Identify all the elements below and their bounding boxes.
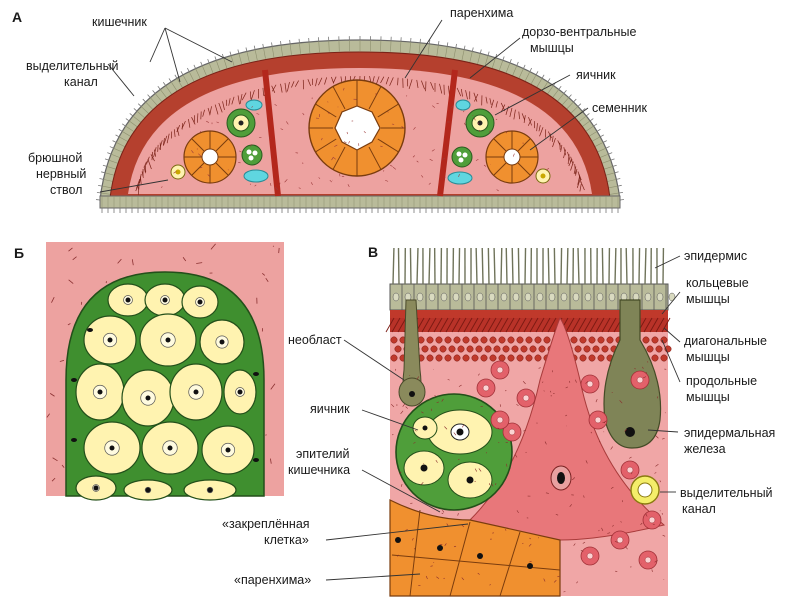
- circular-muscle-band: [390, 310, 668, 318]
- label-dv-muscles-2: мышцы: [530, 41, 574, 55]
- fixed-cell-nucleolus: [557, 472, 565, 484]
- excretory-canal-section: [630, 475, 660, 505]
- label-parenchyma-a: паренхима: [450, 6, 513, 20]
- label-nerve-cord-2: нервный: [36, 167, 86, 181]
- nerve-cord-left: [170, 164, 186, 180]
- label-ovary-c: яичник: [310, 402, 350, 416]
- label-dv-muscles-1: дорзо-вентральные: [522, 25, 636, 39]
- label-testis: семенник: [592, 101, 648, 115]
- panel-a-leaders: [99, 19, 589, 193]
- panel-c-letter: В: [368, 244, 378, 260]
- label-gut-epithelium-1: эпителий: [296, 447, 350, 461]
- label-canal-c-2: канал: [682, 502, 716, 516]
- panel-b: Б: [14, 242, 284, 501]
- label-circular-2: мышцы: [686, 292, 730, 306]
- excretory-canal-right-1: [455, 99, 471, 111]
- dorsoventral-muscle-right: [437, 69, 458, 197]
- label-epidermis: эпидермис: [684, 249, 747, 263]
- parenchyma-texture: [161, 87, 550, 192]
- excretory-canal-left-2: [243, 169, 269, 183]
- testis-left: [241, 144, 263, 166]
- panel-c-leaders: [325, 255, 681, 581]
- label-nerve-cord-1: брюшной: [28, 151, 82, 165]
- panel-c: В: [222, 244, 775, 597]
- intestine-right: [485, 130, 539, 184]
- label-nerve-cord-3: ствол: [50, 183, 82, 197]
- central-intestine: [308, 79, 406, 177]
- neoblast-nucleus: [409, 391, 415, 397]
- panel-a-letter: А: [12, 9, 22, 25]
- ovary-section: [395, 393, 513, 511]
- ventral-cilia: [101, 196, 619, 213]
- dorsoventral-muscle-left: [262, 69, 281, 197]
- label-gut-epithelium-2: кишечника: [288, 463, 350, 477]
- epidermal-gland-nucleus: [625, 427, 635, 437]
- label-gland-2: железа: [684, 442, 726, 456]
- epidermal-gland: [603, 299, 662, 449]
- label-fixed-cell-2: клетка»: [264, 533, 309, 547]
- epidermis-cilia: [95, 36, 625, 202]
- label-neoblast: необласт: [288, 333, 342, 347]
- label-ovary-a: яичник: [576, 68, 616, 82]
- testis-right: [451, 146, 473, 168]
- panel-a: А: [12, 6, 648, 213]
- nerve-cord-right: [535, 168, 551, 184]
- label-diagonal-2: мышцы: [686, 350, 730, 364]
- label-canal-c-1: выделительный: [680, 486, 773, 500]
- label-excretory-canal-1: выделительный: [26, 59, 119, 73]
- gut-epithelium: [389, 499, 561, 597]
- parenchyma-cells: [476, 360, 662, 570]
- excretory-canal-right-2: [447, 171, 473, 185]
- label-longitudinal-2: мышцы: [686, 390, 730, 404]
- panel-b-letter: Б: [14, 245, 24, 261]
- excretory-canal-left-1: [245, 99, 263, 111]
- intestine-left: [183, 130, 237, 184]
- label-diagonal-1: диагональные: [684, 334, 767, 348]
- longitudinal-muscle-band: [390, 336, 672, 362]
- label-excretory-canal-2: канал: [64, 75, 98, 89]
- ovary-left: [226, 108, 256, 138]
- label-parenchyma-c: «паренхима»: [234, 573, 311, 587]
- epidermis-layer: [389, 247, 676, 311]
- label-gland-1: эпидермальная: [684, 426, 775, 440]
- label-fixed-cell-1: «закреплённая: [222, 517, 310, 531]
- ovary-right: [465, 108, 495, 138]
- label-longitudinal-1: продольные: [686, 374, 757, 388]
- oocytes: [71, 283, 259, 501]
- label-circular-1: кольцевые: [686, 276, 749, 290]
- label-intestine: кишечник: [92, 15, 147, 29]
